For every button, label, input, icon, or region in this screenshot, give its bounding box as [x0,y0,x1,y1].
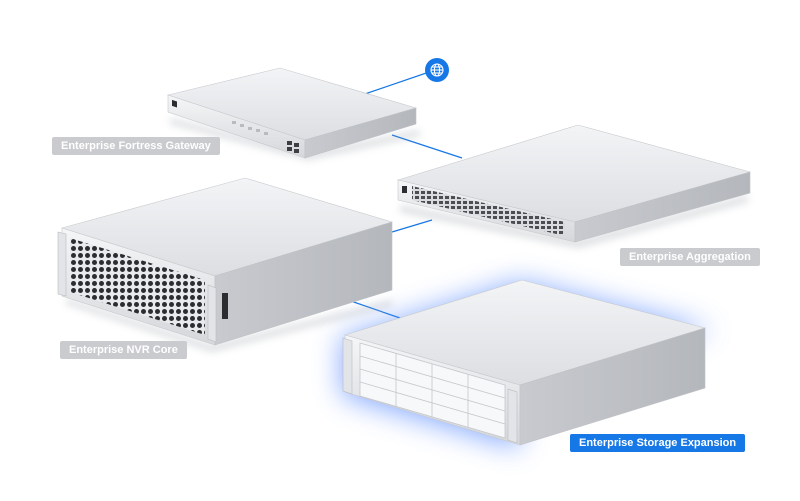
aggregation-shadow [400,195,748,248]
device-label-storage[interactable]: Enterprise Storage Expansion [570,434,746,452]
aggregation-console [402,186,407,193]
gateway-side [304,107,417,159]
aggregation-side [574,171,751,243]
gateway-rj45-ports [232,121,268,135]
nvr-honeycomb-grille [70,238,205,335]
storage-left-handle [342,337,353,395]
nvr-device[interactable] [57,177,394,352]
storage-drive-bays [359,342,506,439]
aggregation-device[interactable] [396,124,752,248]
storage-side [519,327,706,446]
storage-right-handle [507,388,518,444]
globe-icon [430,63,444,77]
link-aggregation-nvr [391,219,433,233]
gateway-device[interactable] [166,67,420,160]
gateway-power-port [172,99,177,108]
device-label-aggregation[interactable]: Enterprise Aggregation [620,248,760,266]
storage-device[interactable] [342,279,712,448]
device-label-nvr[interactable]: Enterprise NVR Core [60,341,187,359]
gateway-sfp-ports [287,141,299,153]
device-label-gateway[interactable]: Enterprise Fortress Gateway [52,137,220,155]
nvr-right-handle [207,284,217,343]
link-internet-gateway [361,69,436,96]
internet-node[interactable] [425,58,449,82]
nvr-shadow [66,298,392,352]
nvr-left-handle [57,231,67,297]
nvr-display [222,293,228,319]
aggregation-port-bank [412,186,565,236]
